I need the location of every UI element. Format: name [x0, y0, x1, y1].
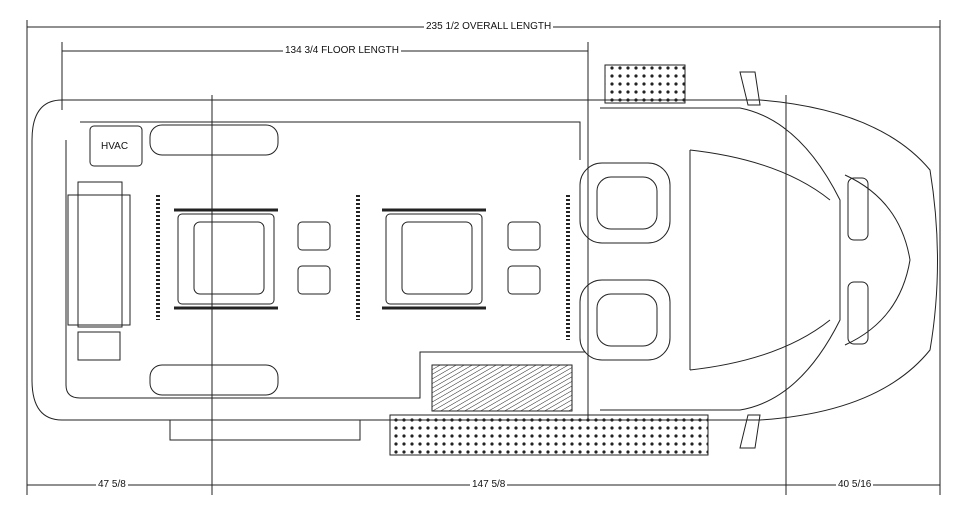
- wheelbase-label: 147 5/8: [470, 479, 508, 491]
- rear-overhang-label: 47 5/8: [96, 479, 128, 491]
- van-body: [31, 64, 938, 456]
- front-overhang-label: 40 5/16: [836, 479, 874, 491]
- floor-length-label: 134 3/4 FLOOR LENGTH: [283, 45, 401, 57]
- overall-length-label: 235 1/2 OVERALL LENGTH: [424, 21, 554, 33]
- hvac-label: HVAC: [101, 141, 129, 152]
